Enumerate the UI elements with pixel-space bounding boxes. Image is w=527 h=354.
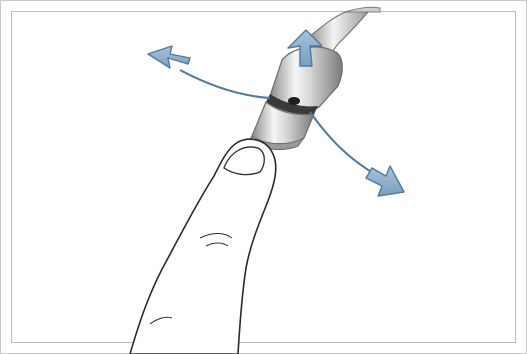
right-curve-line [310, 112, 378, 176]
left-curve-line [180, 70, 270, 98]
right-arrow-icon [366, 166, 404, 196]
left-arrow-icon [148, 46, 190, 68]
handpiece [248, 7, 380, 149]
finger [130, 139, 276, 354]
